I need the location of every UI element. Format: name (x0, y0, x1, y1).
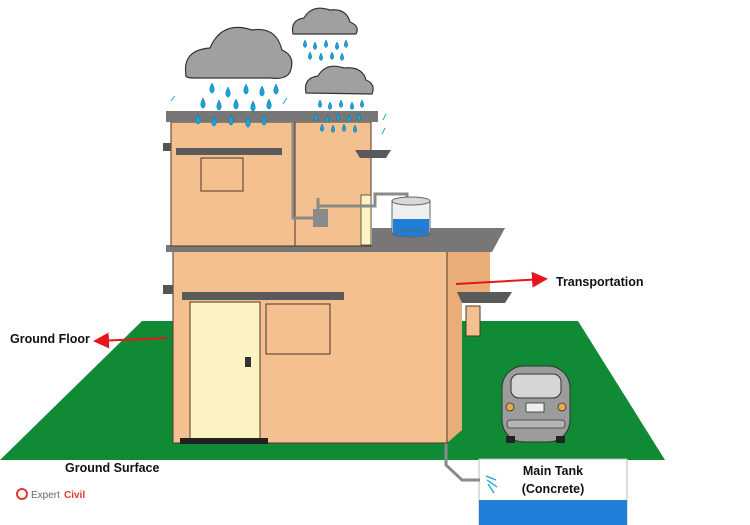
raindrop (325, 114, 329, 123)
raindrop (200, 97, 206, 109)
raindrop (261, 114, 267, 126)
side-wall-window (465, 305, 481, 337)
cloud-icon (291, 7, 358, 35)
pipe-water-splash (485, 475, 498, 494)
transportation-label: Transportation (556, 275, 644, 289)
overhead-tank-water (393, 219, 429, 234)
raindrop (347, 114, 351, 123)
raindrop (209, 82, 215, 94)
vehicle-headlight-left (505, 402, 515, 412)
pipe-filter (313, 209, 328, 227)
ground-surface-label: Ground Surface (65, 461, 160, 475)
rain-streak (382, 113, 387, 121)
upper-floor-lintel (176, 148, 282, 155)
main-tank (478, 458, 628, 525)
raindrop (195, 113, 201, 125)
vehicle (501, 365, 571, 443)
main-tank-material-label: (Concrete) (522, 482, 585, 496)
upper-floor-sunshade (355, 150, 391, 158)
raindrop (330, 51, 334, 60)
raindrop (233, 98, 239, 110)
side-wall (457, 244, 512, 337)
ground-floor-window (265, 303, 331, 355)
door-handle (245, 357, 251, 367)
logo-icon (16, 488, 28, 500)
upper-floor-block (163, 121, 391, 247)
logo-text-accent: Civil (64, 490, 85, 501)
wall-spout (163, 285, 173, 294)
rain-streak (170, 95, 176, 102)
raindrop (314, 112, 318, 121)
raindrop (313, 41, 317, 50)
raindrop (342, 123, 346, 132)
door-step (180, 438, 268, 444)
vehicle-headlight-right (557, 402, 567, 412)
main-tank-label: Main Tank (523, 464, 583, 478)
raindrop (245, 116, 251, 128)
vehicle-tyre-right (556, 436, 565, 443)
vehicle-bumper (506, 419, 566, 429)
raindrop (250, 100, 256, 112)
ground-floor-label: Ground Floor (10, 332, 90, 346)
raindrop (319, 52, 323, 61)
raindrop (340, 52, 344, 61)
main-tank-water (479, 500, 627, 525)
rain-streak (282, 97, 288, 105)
side-wall-sunshade (457, 292, 512, 303)
raindrop (266, 98, 272, 110)
raindrop (243, 83, 249, 95)
raindrop (344, 39, 348, 48)
upper-wall-spout (163, 143, 171, 151)
vehicle-windshield (510, 373, 562, 399)
raindrop (308, 51, 312, 60)
logo: Expert Civil (16, 488, 85, 501)
overhead-tank (391, 196, 431, 238)
upper-floor-side-door (360, 194, 372, 246)
rain-drops (170, 39, 387, 135)
raindrop (259, 85, 265, 97)
vehicle-tyre-left (506, 436, 515, 443)
transportation-arrow (455, 271, 548, 288)
cloud-icon (184, 26, 293, 79)
logo-text: Expert (31, 490, 60, 501)
raindrop (324, 39, 328, 48)
raindrop (339, 99, 343, 108)
raindrop (225, 86, 231, 98)
ground-floor-lintel (182, 292, 344, 300)
raindrop (211, 115, 217, 127)
raindrop (328, 101, 332, 110)
top-roof-slab (166, 111, 378, 122)
raindrop (331, 124, 335, 133)
upper-floor-window (200, 157, 244, 192)
raindrop (353, 124, 357, 133)
raindrop (350, 101, 354, 110)
raindrop (303, 39, 307, 48)
raindrop (357, 112, 361, 121)
raindrop (216, 99, 222, 111)
raindrop (228, 114, 234, 126)
raindrop (335, 41, 339, 50)
raindrop (318, 99, 322, 108)
rain-streak (381, 127, 386, 135)
ground-floor-arrow (93, 332, 168, 349)
ground-floor-block (163, 244, 462, 444)
raindrop (360, 99, 364, 108)
front-door (189, 301, 261, 441)
raindrop (320, 123, 324, 132)
vehicle-plate (525, 402, 545, 413)
cloud-icon (304, 65, 374, 95)
raindrop (273, 83, 279, 95)
raindrop (336, 112, 340, 121)
